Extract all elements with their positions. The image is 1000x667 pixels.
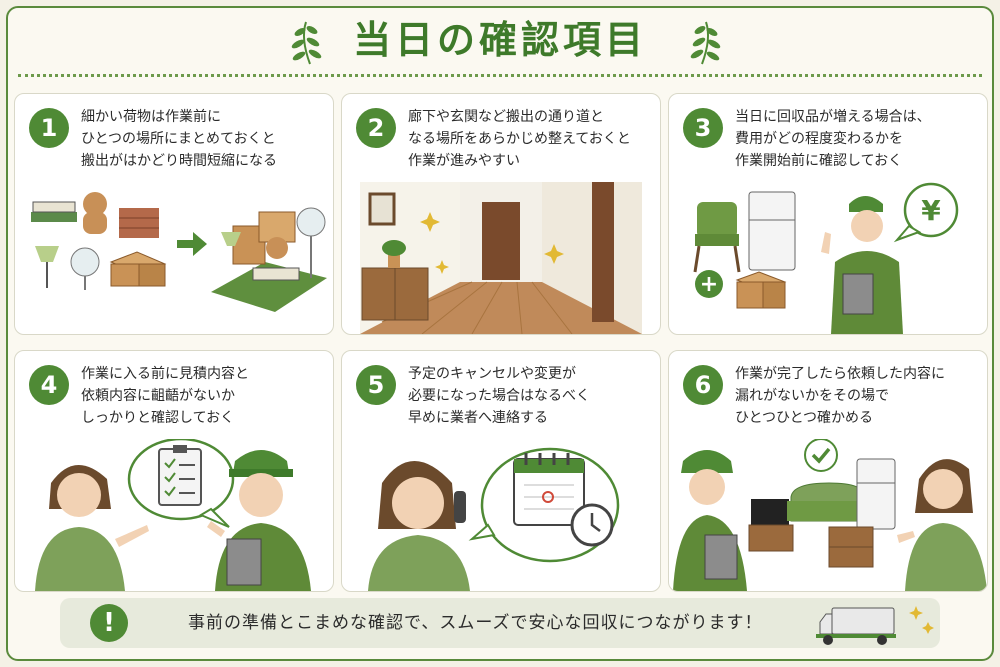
gather-items-illustration	[31, 192, 327, 312]
card-5: 5 予定のキャンセルや変更が 必要になった場合はなるべく 早めに業者へ連絡する	[341, 350, 661, 592]
title-area: 当日の確認項目	[0, 10, 1000, 70]
card-text: 細かい荷物は作業前に ひとつの場所にまとめておくと 搬出がはかどり時間短縮になる	[81, 109, 277, 169]
final-check-illustration	[673, 439, 987, 591]
exclamation-icon: !	[90, 604, 128, 642]
plus-icon: +	[700, 272, 718, 297]
card-text: 作業に入る前に見積内容と 依頼内容に齟齬がないか しっかりと確認しておく	[81, 366, 249, 426]
title-divider	[18, 74, 982, 77]
card-4: 4 作業に入る前に見積内容と 依頼内容に齟齬がないか しっかりと確認しておく	[14, 350, 334, 592]
footer-text: 事前の準備とこまめな確認で、スムーズで安心な回収につながります！	[188, 613, 763, 633]
footer-banner: ! 事前の準備とこまめな確認で、スムーズで安心な回収につながります！	[60, 598, 940, 648]
card-1: 1 細かい荷物は作業前に ひとつの場所にまとめておくと 搬出がはかどり時間短縮に…	[14, 93, 334, 335]
card-number: 4	[29, 365, 69, 405]
leaf-right-icon	[690, 21, 721, 65]
card-text: 廊下や玄関など搬出の通り道と なる場所をあらかじめ整えておくと 作業が進みやすい	[408, 109, 631, 169]
card-2: 2 廊下や玄関など搬出の通り道と なる場所をあらかじめ整えておくと 作業が進みや…	[341, 93, 661, 335]
card-text: 予定のキャンセルや変更が 必要になった場合はなるべく 早めに業者へ連絡する	[408, 366, 590, 426]
leaf-left-icon	[291, 21, 322, 65]
card-number: 6	[683, 365, 723, 405]
card-number: 2	[356, 108, 396, 148]
card-3: 3 当日に回収品が増える場合は、 費用がどの程度変わるかを 作業開始前に確認して…	[668, 93, 988, 335]
yen-icon: ¥	[921, 194, 941, 227]
card-text: 作業が完了したら依頼した内容に 漏れがないかをその場で ひとつひとつ確かめる	[735, 366, 945, 426]
card-6: 6 作業が完了したら依頼した内容に 漏れがないかをその場で ひとつひとつ確かめる	[668, 350, 988, 592]
card-number: 3	[683, 108, 723, 148]
card-number: 1	[29, 108, 69, 148]
truck-icon	[816, 606, 934, 645]
extra-cost-illustration: + ¥	[693, 182, 959, 334]
card-text: 当日に回収品が増える場合は、 費用がどの程度変わるかを 作業開始前に確認しておく	[735, 109, 931, 169]
hallway-illustration	[360, 182, 642, 334]
estimate-check-illustration	[35, 439, 311, 591]
schedule-change-illustration	[368, 447, 620, 591]
card-number: 5	[356, 365, 396, 405]
page-title: 当日の確認項目	[352, 18, 647, 62]
